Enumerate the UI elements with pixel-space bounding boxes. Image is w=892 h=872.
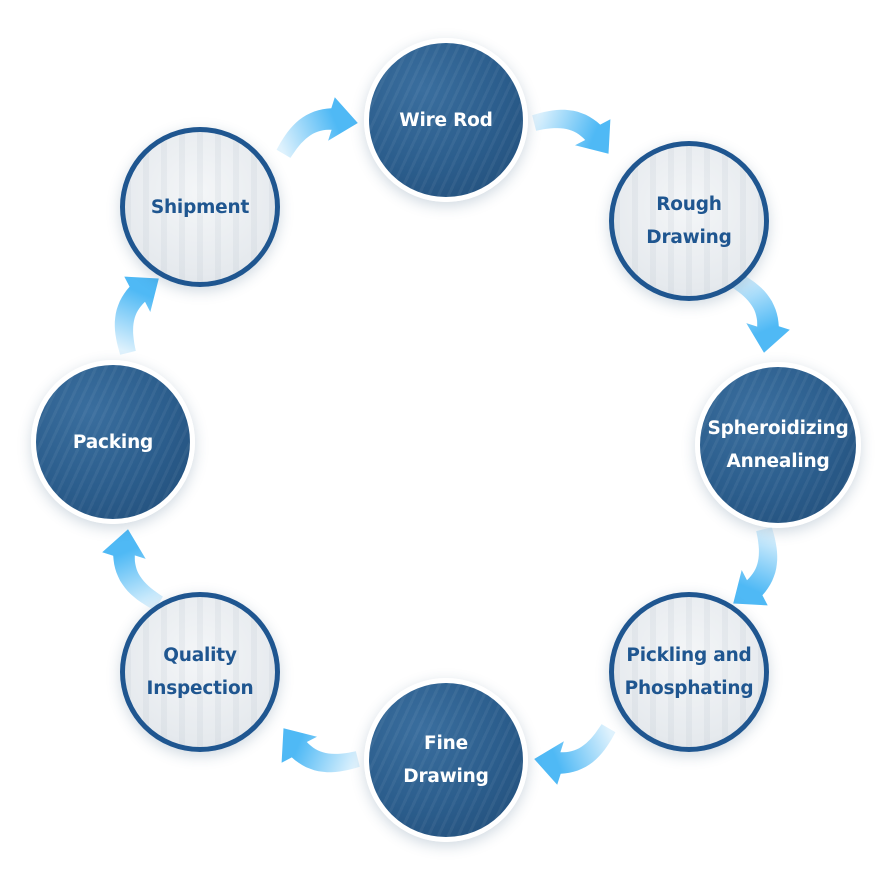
step-label: Wire Rod	[399, 109, 493, 131]
step-label: Packing	[72, 431, 154, 453]
arrow-packing-to-shipment	[114, 276, 159, 355]
arrow-shipment-to-wire-rod	[276, 97, 358, 158]
step-packing: Packing	[31, 360, 195, 524]
step-label: Shipment	[150, 196, 250, 218]
step-label: Spheroidizing Annealing	[707, 418, 849, 472]
step-rough-drawing: Rough Drawing	[609, 141, 769, 301]
step-pickling-phosphating: Pickling and Phosphating	[609, 592, 769, 752]
arrow-pickling-phosphating-to-fine-drawing	[534, 724, 616, 785]
step-shipment: Shipment	[120, 127, 280, 287]
arrow-wire-rod-to-rough-drawing	[532, 109, 611, 154]
step-quality-inspection: Quality Inspection	[120, 592, 280, 752]
step-wire-rod: Wire Rod	[364, 38, 528, 202]
step-label: Fine Drawing	[403, 733, 489, 787]
step-label: Rough Drawing	[646, 194, 732, 248]
arrow-spheroidizing-annealing-to-pickling-phosphating	[733, 527, 778, 606]
step-label: Quality Inspection	[146, 645, 254, 699]
arrow-fine-drawing-to-quality-inspection	[281, 728, 360, 773]
step-spheroidizing-annealing: Spheroidizing Annealing	[695, 362, 861, 528]
arrow-quality-inspection-to-packing	[102, 529, 163, 611]
step-fine-drawing: Fine Drawing	[364, 678, 528, 842]
step-label: Pickling and Phosphating	[624, 645, 754, 699]
